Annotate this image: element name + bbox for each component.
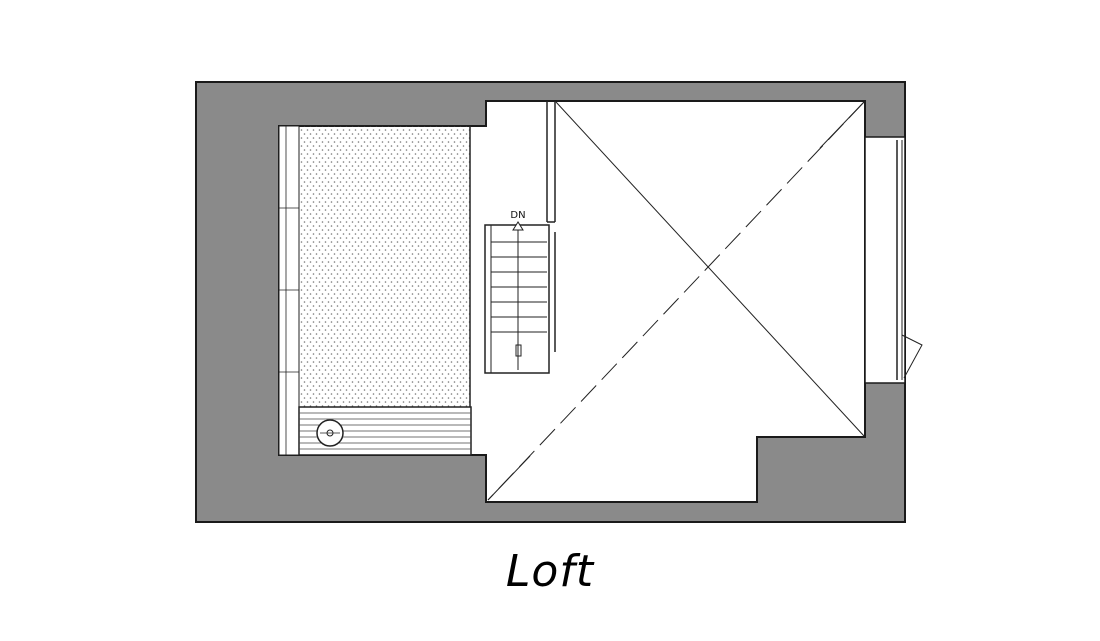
carpet-area <box>298 125 471 408</box>
stair-label: DN <box>510 210 525 221</box>
window-opening <box>864 136 906 384</box>
closet-strip <box>278 125 300 456</box>
sink-icon <box>316 419 344 447</box>
staircase <box>484 224 556 374</box>
window-door-swing <box>901 334 923 379</box>
stair-arrow-icon <box>512 221 524 357</box>
open-to-below <box>487 101 865 501</box>
plan-title: Loft <box>505 546 595 597</box>
